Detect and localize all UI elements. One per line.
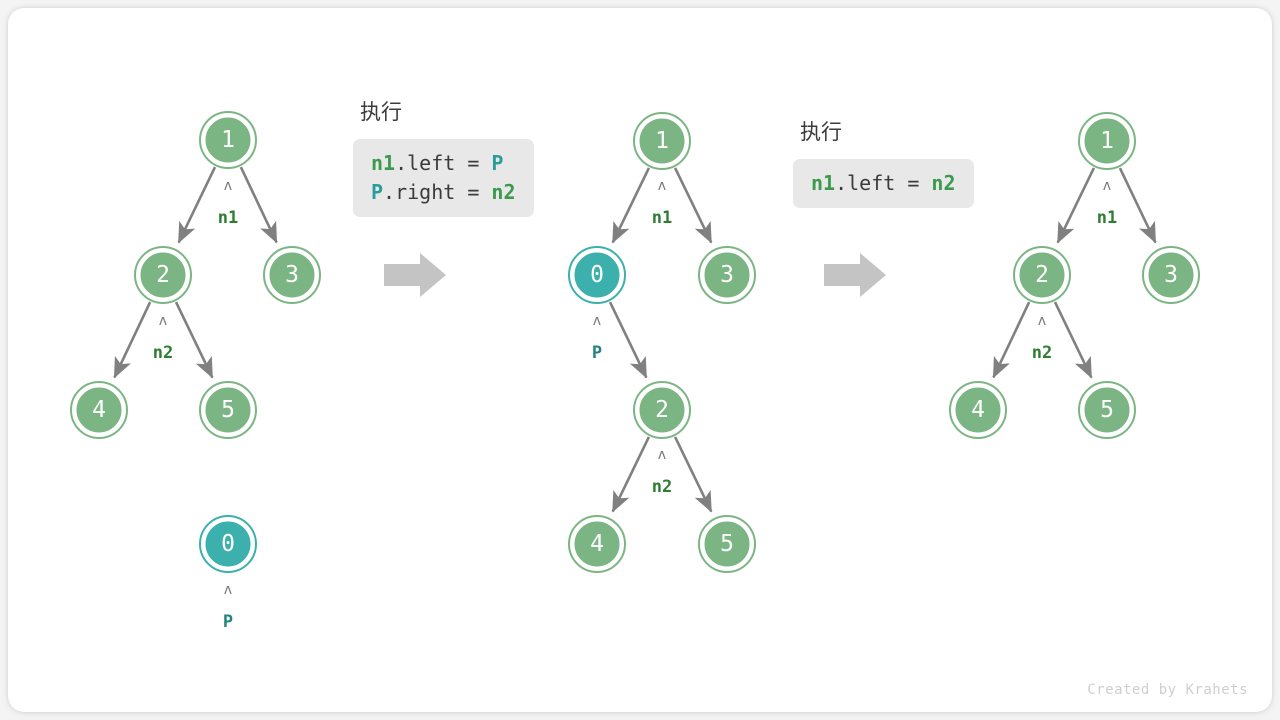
code-line: n1.left = P	[371, 149, 516, 178]
pointer-label: n2	[153, 343, 173, 363]
nodes-layer: 1 2 3 4 5 0 1 0 3 2 4 5 1 2 3 4 5	[70, 111, 1200, 573]
tree-node-value: 0	[221, 531, 235, 557]
exec-label-2: 执行	[800, 121, 842, 144]
code-token: .left =	[835, 171, 932, 195]
tree-node: 4	[949, 381, 1007, 439]
code-block-2: n1.left = n2	[793, 159, 974, 208]
tree-node: 4	[568, 515, 626, 573]
pointer-label: n1	[652, 208, 672, 228]
tree-edge	[174, 301, 214, 379]
tree-node: 2	[1013, 246, 1071, 304]
tree-node-value: 2	[655, 397, 669, 423]
pointer-caret-icon: ʌ	[224, 178, 232, 194]
code-token: .left =	[395, 151, 492, 175]
pointer-label: P	[592, 343, 602, 363]
tree-node: 4	[70, 381, 128, 439]
tree-node-value: 1	[221, 127, 235, 153]
pointer-label: n2	[652, 477, 672, 497]
step-arrow-2	[824, 253, 886, 297]
tree-edge	[239, 166, 278, 244]
pointer-caret-icon: ʌ	[1038, 313, 1046, 329]
tree-edge	[177, 166, 217, 244]
tree-edge	[992, 301, 1031, 379]
code-line: n1.left = n2	[811, 169, 956, 198]
tree-node-value: 5	[1100, 397, 1114, 423]
tree-node: 1	[199, 111, 257, 169]
pointer-caret-icon: ʌ	[159, 313, 167, 329]
tree-node: 0	[568, 246, 626, 304]
tree-node: 2	[633, 381, 691, 439]
pointer-caret-icon: ʌ	[593, 313, 601, 329]
pointer-caret-icon: ʌ	[658, 447, 666, 463]
exec-label-1: 执行	[360, 101, 402, 124]
tree-node-value: 1	[655, 128, 669, 154]
tree-node-value: 1	[1100, 128, 1114, 154]
code-token: P	[491, 151, 504, 175]
tree-edge	[608, 301, 648, 379]
step-arrows-layer	[384, 253, 886, 297]
tree-node: 5	[1078, 381, 1136, 439]
pointer-caret-icon: ʌ	[1103, 178, 1111, 194]
edges-layer	[113, 166, 1157, 513]
tree-node: 3	[698, 246, 756, 304]
tree-node-value: 2	[156, 262, 170, 288]
pointer-label: P	[223, 612, 233, 632]
pointer-label: n2	[1032, 343, 1052, 363]
code-token: n2	[491, 180, 516, 204]
tree-node-value: 5	[720, 531, 734, 557]
code-token: n1	[811, 171, 836, 195]
code-token: n2	[931, 171, 956, 195]
tree-node-value: 3	[720, 262, 734, 288]
tree-edge	[611, 167, 651, 244]
tree-node-value: 2	[1035, 262, 1049, 288]
tree-node: 0	[199, 515, 257, 573]
tree-edge	[113, 301, 152, 379]
tree-edge	[1118, 167, 1157, 244]
tree-node-value: 4	[92, 397, 106, 423]
tree-node-value: 3	[1164, 262, 1178, 288]
tree-node: 3	[1142, 246, 1200, 304]
tree-node: 1	[633, 112, 691, 170]
pointer-label: n1	[218, 208, 238, 228]
tree-edge	[1053, 301, 1093, 379]
pointer-caret-icon: ʌ	[224, 582, 232, 598]
tree-edge	[673, 167, 713, 244]
code-token: P	[371, 180, 384, 204]
tree-node-value: 0	[590, 262, 604, 288]
code-token: n1	[371, 151, 396, 175]
code-line: P.right = n2	[371, 178, 516, 207]
pointer-caret-icon: ʌ	[658, 178, 666, 194]
tree-node: 3	[263, 246, 321, 304]
pointer-label: n1	[1097, 208, 1117, 228]
tree-node-value: 4	[971, 397, 985, 423]
tree-edge	[673, 436, 713, 513]
watermark-credit: Created by Krahets	[1087, 682, 1248, 698]
tree-edge	[611, 436, 651, 513]
tree-node: 5	[199, 381, 257, 439]
tree-node: 5	[698, 515, 756, 573]
tree-node-value: 4	[590, 531, 604, 557]
tree-edge	[1056, 167, 1096, 244]
tree-node: 2	[134, 246, 192, 304]
tree-node-value: 5	[221, 397, 235, 423]
code-token: .right =	[383, 180, 492, 204]
tree-node: 1	[1078, 112, 1136, 170]
tree-node-value: 3	[285, 262, 299, 288]
step-arrow-1	[384, 253, 446, 297]
